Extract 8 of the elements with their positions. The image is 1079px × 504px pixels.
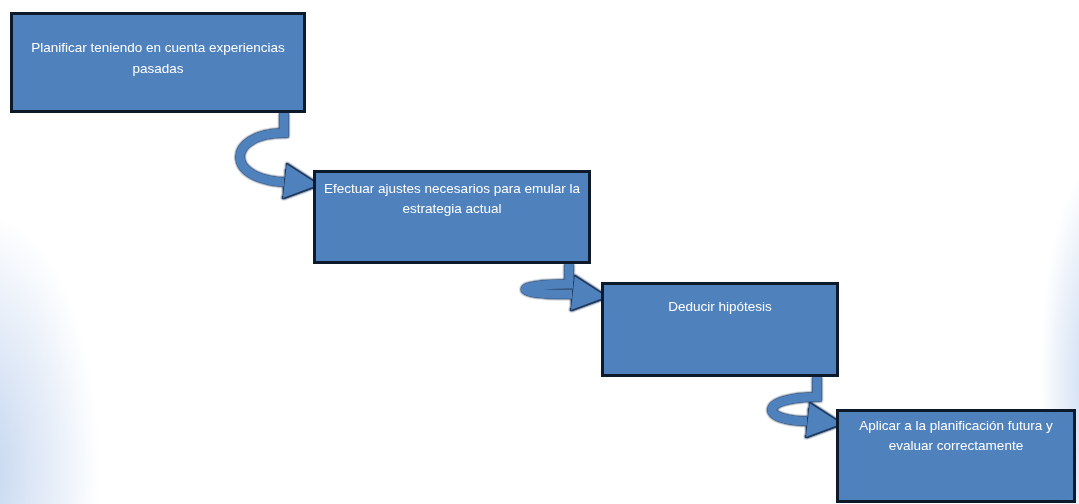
step-text: Aplicar a la planificación futura y evaluar correctamente [858, 417, 1054, 456]
process-box [10, 12, 306, 113]
step-text: Deducir hipótesis [668, 298, 772, 316]
process-box [313, 170, 591, 264]
process-box [601, 282, 839, 377]
step-text: Planificar teniendo en cuenta experiencias pasadas [30, 39, 286, 78]
step-text: Efectuar ajustes necesarios para emular la estrategia actual [324, 180, 580, 219]
process-box [836, 409, 1076, 503]
